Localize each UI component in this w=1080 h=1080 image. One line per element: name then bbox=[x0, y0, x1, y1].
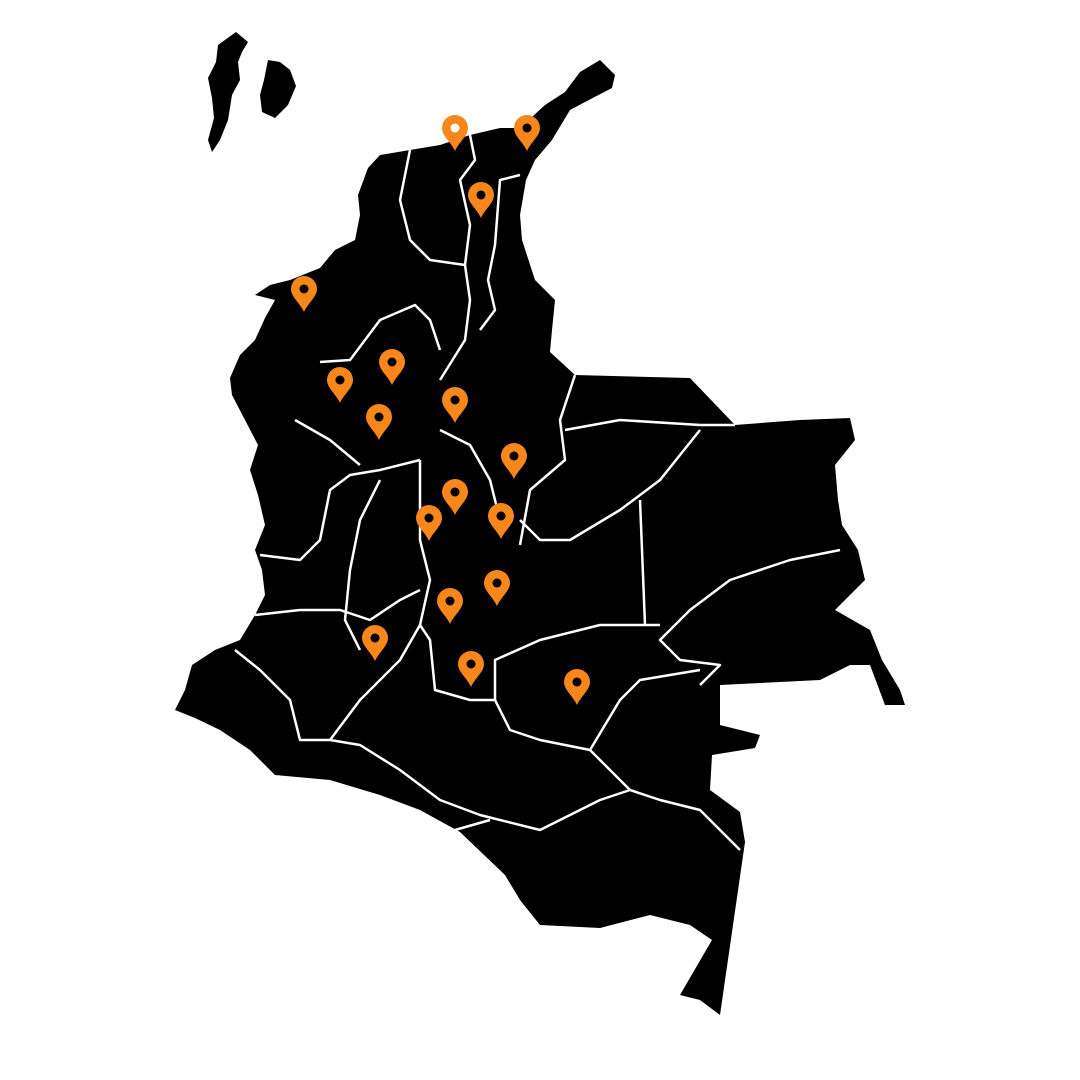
map-marker-icon[interactable] bbox=[514, 115, 540, 151]
pins-layer bbox=[291, 115, 590, 705]
island-san-andres bbox=[208, 32, 248, 152]
country-mainland bbox=[175, 60, 905, 1015]
map-marker-icon[interactable] bbox=[442, 479, 468, 515]
map-marker-icon[interactable] bbox=[291, 276, 317, 312]
map-marker-icon[interactable] bbox=[416, 505, 442, 541]
map-marker-icon[interactable] bbox=[501, 443, 527, 479]
map-marker-icon[interactable] bbox=[379, 349, 405, 385]
department-borders bbox=[234, 134, 841, 851]
map-marker-icon[interactable] bbox=[366, 404, 392, 440]
map-marker-icon[interactable] bbox=[362, 625, 388, 661]
map-marker-icon[interactable] bbox=[442, 387, 468, 423]
map-marker-icon[interactable] bbox=[468, 182, 494, 218]
map-marker-icon[interactable] bbox=[458, 651, 484, 687]
map-marker-icon[interactable] bbox=[327, 367, 353, 403]
island-providencia bbox=[260, 60, 296, 118]
map-marker-icon[interactable] bbox=[564, 669, 590, 705]
map-marker-icon[interactable] bbox=[484, 570, 510, 606]
map-marker-icon[interactable] bbox=[442, 115, 468, 151]
map-marker-icon[interactable] bbox=[488, 503, 514, 539]
map-marker-icon[interactable] bbox=[437, 588, 463, 624]
